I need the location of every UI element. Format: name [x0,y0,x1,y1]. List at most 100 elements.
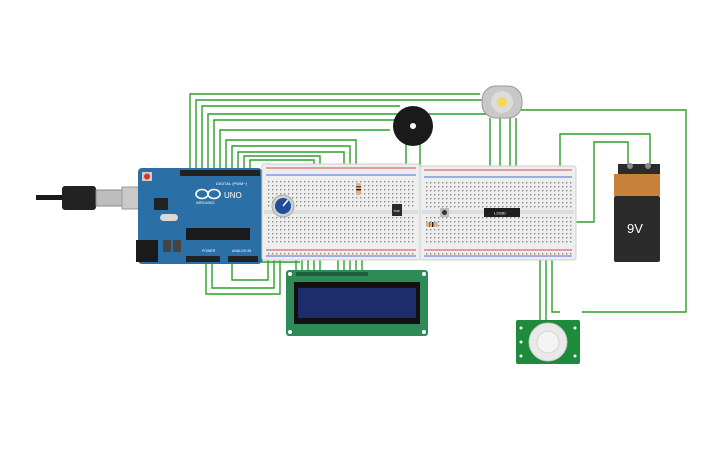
breadboard-hole [430,237,432,239]
usb-connector [95,189,125,207]
breadboard-hole [466,206,468,208]
breadboard-hole [392,233,394,235]
breadboard-hole [566,241,568,243]
breadboard-hole [364,217,366,219]
breadboard-hole [426,233,428,235]
lcd-16x2[interactable] [286,270,428,336]
breadboard-hole [446,202,448,204]
breadboard-hole [466,241,468,243]
breadboard-hole [324,189,326,191]
breadboard-hole [336,181,338,183]
breadboard-hole [502,225,504,227]
breadboard-hole [396,229,398,231]
breadboard-hole [316,229,318,231]
breadboard-hole [570,229,572,231]
breadboard-hole [482,237,484,239]
breadboard-hole [360,181,362,183]
breadboard-hole [348,185,350,187]
breadboard-hole [454,221,456,223]
breadboard-hole [408,181,410,183]
piezo-buzzer[interactable] [393,106,433,146]
breadboard-hole [554,182,556,184]
lcd-mount-hole-1 [288,272,292,276]
breadboard-hole [462,202,464,204]
power-jack [136,240,158,262]
breadboard-hole [502,194,504,196]
push-button-cap[interactable] [442,210,447,215]
breadboard-hole [554,198,556,200]
breadboard-hole [426,241,428,243]
arduino-uno-board[interactable]: DIGITAL (PWM~) UNO ARDUINO POWER ANALOG … [36,168,262,264]
breadboard-hole [542,233,544,235]
breadboard-hole [404,205,406,207]
breadboard-hole [538,190,540,192]
breadboard-hole [506,194,508,196]
breadboard-hole [566,194,568,196]
breadboard-hole [280,225,282,227]
breadboard-hole [408,189,410,191]
breadboard-hole [570,190,572,192]
breadboard-hole [534,186,536,188]
breadboard-hole [554,190,556,192]
resistor-1[interactable] [356,183,361,195]
breadboard-hole [388,197,390,199]
breadboard-hole [284,189,286,191]
breadboard-hole [316,201,318,203]
breadboard-hole [462,190,464,192]
breadboard-hole [458,190,460,192]
motor-driver-ic[interactable]: L293D [484,208,520,217]
pir-sensor[interactable] [516,320,580,364]
breadboard-hole [558,241,560,243]
breadboard-hole [296,229,298,231]
temperature-sensor[interactable]: TMP [392,204,402,216]
battery-9v[interactable]: 9V [614,163,660,262]
breadboard-hole [534,225,536,227]
breadboard-hole [562,190,564,192]
breadboard-hole [344,197,346,199]
breadboard-hole [466,186,468,188]
breadboard-hole [268,189,270,191]
breadboard-hole [308,181,310,183]
breadboard-hole [550,186,552,188]
breadboard-hole [570,198,572,200]
breadboard-hole [272,181,274,183]
breadboard-hole [324,205,326,207]
breadboard-hole [320,205,322,207]
breadboard-hole [438,194,440,196]
breadboard-hole [450,229,452,231]
wire-pir-right [520,109,687,313]
breadboard-hole [478,253,480,255]
breadboard-hole [570,241,572,243]
breadboard-hole [340,181,342,183]
breadboard-hole [292,221,294,223]
breadboard-hole [470,198,472,200]
breadboard-hole [426,182,428,184]
breadboard-hole [376,181,378,183]
breadboard-hole [506,221,508,223]
breadboard-hole [542,229,544,231]
push-button[interactable] [440,208,449,217]
breadboard-hole [300,181,302,183]
breadboard-hole [376,225,378,227]
breadboard-hole [562,194,564,196]
breadboard-hole [380,193,382,195]
breadboard-hole [300,197,302,199]
breadboard-hole [320,225,322,227]
breadboard-hole [522,217,524,219]
resistor-2[interactable] [426,222,438,227]
breadboard-hole [498,182,500,184]
breadboard-hole [442,253,444,255]
breadboard-hole [284,253,286,255]
breadboard-hole [284,233,286,235]
breadboard-hole [320,229,322,231]
potentiometer[interactable] [271,194,295,218]
breadboard-hole [272,253,274,255]
reset-button-cap[interactable] [144,173,150,180]
breadboard-hole [506,190,508,192]
dc-motor[interactable] [481,85,523,119]
breadboard-hole [400,221,402,223]
breadboard-hole [450,206,452,208]
breadboard-hole [376,201,378,203]
breadboard-hole [518,202,520,204]
breadboard-hole [470,253,472,255]
